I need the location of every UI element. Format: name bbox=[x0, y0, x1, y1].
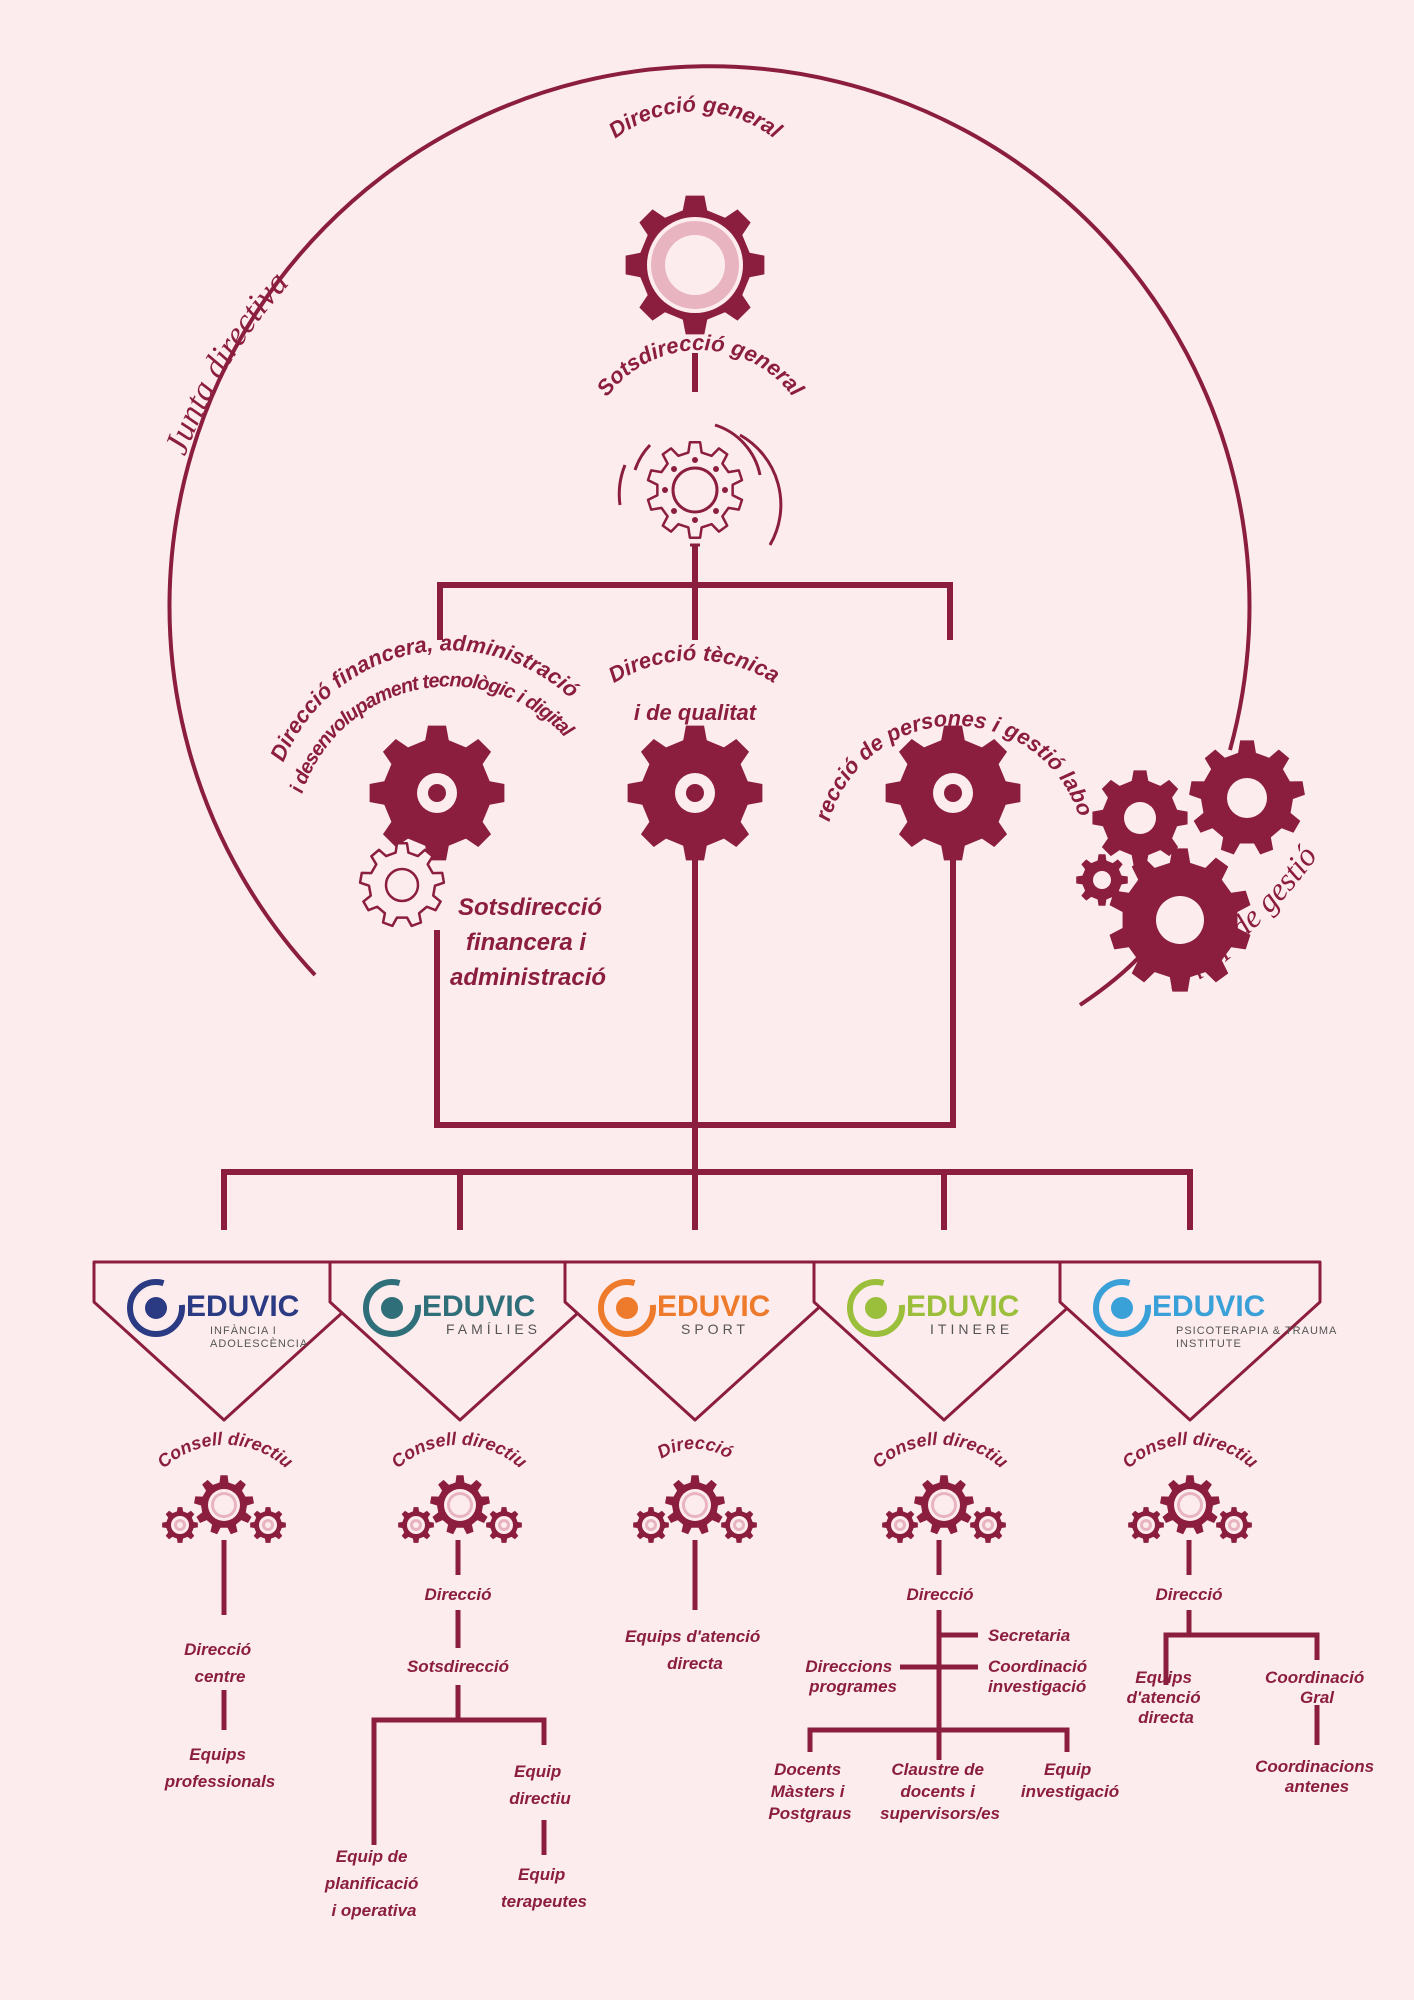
entity-brand: EDUVIC bbox=[186, 1290, 299, 1323]
entity-sub1: PSICOTERAPIA & TRAUMA bbox=[1176, 1325, 1337, 1337]
col3-equips-atencio: Equips d'atenció directa bbox=[625, 1627, 765, 1673]
direccio-financera-gear-icon bbox=[369, 725, 505, 861]
entity-brand: EDUVIC bbox=[422, 1290, 535, 1323]
col5-header: Consell directiu bbox=[1118, 1429, 1261, 1472]
sotsdireccio-financera-label: Sotsdirecció financera i administració bbox=[450, 894, 609, 991]
col4-header: Consell directiu bbox=[868, 1429, 1011, 1472]
col2-equip-planificacio: Equip de planificació i operativa bbox=[324, 1847, 423, 1920]
mid-connectors bbox=[221, 858, 1193, 1230]
col3-header: Direcció bbox=[654, 1433, 737, 1463]
sotsdireccio-general-label: Sotsdirecció general bbox=[591, 330, 809, 401]
entity-brand: EDUVIC bbox=[657, 1290, 770, 1323]
col5-coordinacio-gral: Coordinació Gral bbox=[1265, 1668, 1369, 1707]
col2-equip-terapeutes: Equip terapeutes bbox=[501, 1865, 587, 1911]
family-icon bbox=[363, 1279, 421, 1337]
direccio-persones-gear-icon bbox=[885, 725, 1021, 861]
hands-icon bbox=[127, 1279, 185, 1337]
entity-brand: EDUVIC bbox=[906, 1290, 1019, 1323]
direccio-persones-label: Direcció de persones i gestió laboral bbox=[0, 0, 1098, 824]
col4-direccions-programes: Direccions programes bbox=[805, 1657, 897, 1696]
entity-sub2: ADOLESCÈNCIA bbox=[210, 1337, 308, 1350]
col1-header: Consell directiu bbox=[153, 1429, 296, 1472]
col4-equip-investigacio: Equip investigació bbox=[1021, 1760, 1119, 1801]
col5-direccio: Direcció bbox=[1155, 1585, 1222, 1604]
col2-sotsdireccio: Sotsdirecció bbox=[407, 1657, 509, 1676]
mini-gears-icon bbox=[1128, 1475, 1252, 1543]
col2-equip-directiu: Equip directiu bbox=[509, 1762, 571, 1808]
col1-direccio-centre: Direcció centre bbox=[184, 1640, 256, 1686]
entity-sub1: FAMÍLIES bbox=[446, 1321, 541, 1337]
entity-brand: EDUVIC bbox=[1152, 1290, 1265, 1323]
direccio-general-label: Direcció general bbox=[604, 91, 787, 143]
junta-directiva-label: Junta directiva bbox=[158, 264, 296, 459]
direccio-tecnica-label-2: i de qualitat bbox=[634, 700, 758, 725]
direccio-general-gear-icon bbox=[625, 195, 765, 335]
col2-direccio: Direcció bbox=[424, 1585, 491, 1604]
junta-directiva-arc bbox=[167, 64, 1252, 977]
top-connectors bbox=[437, 545, 953, 640]
col4-claustre: Claustre de docents i supervisors/es bbox=[880, 1760, 1000, 1823]
entity-sub1: SPORT bbox=[681, 1321, 749, 1337]
entity-sub2: INSTITUTE bbox=[1176, 1338, 1242, 1350]
mini-gears-icon bbox=[162, 1475, 286, 1543]
mini-gears-icon bbox=[882, 1475, 1006, 1543]
equip-gestio-gears-icon bbox=[1076, 740, 1305, 992]
col5-equips-atencio: Equips d'atenció directa bbox=[1127, 1668, 1206, 1727]
sotsdireccio-general-gear-icon bbox=[617, 423, 783, 547]
col4-coordinacio-investigacio: Coordinació investigació bbox=[988, 1657, 1092, 1696]
col5-coordinacions-antenes: Coordinacions antenes bbox=[1255, 1757, 1379, 1796]
col4-docents: Docents Màsters i Postgraus bbox=[768, 1760, 851, 1823]
direccio-tecnica-label: Direcció tècnica bbox=[604, 640, 784, 688]
mini-gears-icon bbox=[398, 1475, 522, 1543]
book-icon bbox=[847, 1279, 905, 1337]
col1-equips-professionals: Equips professionals bbox=[164, 1745, 276, 1791]
bottom-connectors bbox=[221, 1540, 1320, 1855]
entity-sub1: INFÀNCIA I bbox=[210, 1324, 277, 1337]
direccio-tecnica-gear-icon bbox=[627, 725, 763, 861]
entity-sub1: ITINERE bbox=[930, 1321, 1013, 1337]
col4-secretaria: Secretaria bbox=[988, 1626, 1070, 1645]
col4-direccio: Direcció bbox=[906, 1585, 973, 1604]
brain-icon bbox=[1093, 1279, 1151, 1337]
sotsdireccio-financera-gear-icon bbox=[358, 842, 446, 928]
mini-gears-icon bbox=[633, 1475, 757, 1543]
col2-header: Consell directiu bbox=[387, 1429, 530, 1472]
runner-icon bbox=[598, 1279, 656, 1337]
